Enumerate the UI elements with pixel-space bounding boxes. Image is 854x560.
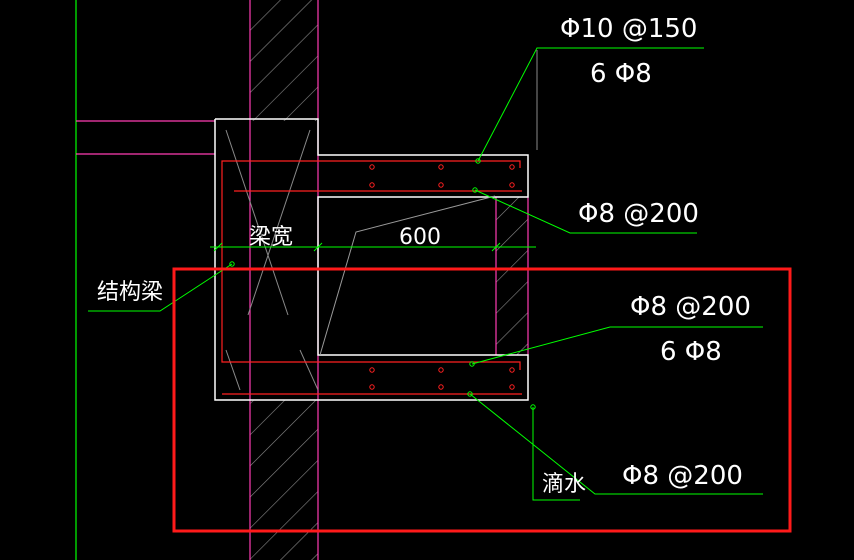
bottom-bars-label: 6 Φ8: [660, 337, 722, 367]
rebar-dots: [369, 164, 515, 390]
top-stirrup-label: Φ10 @150: [560, 14, 697, 44]
width-dimension-label: 600: [399, 225, 441, 250]
bottom-stirrup-label: Φ8 @200: [630, 292, 751, 322]
highlight-box: [172, 267, 792, 533]
mid-distribution-label: Φ8 @200: [578, 199, 699, 229]
drip-label: 滴水: [542, 472, 586, 497]
leader-lines: [88, 47, 763, 501]
beam-width-label: 梁宽: [249, 225, 293, 250]
dimension-line: [210, 242, 536, 252]
leader-dots: [229, 158, 536, 410]
width-leader: [319, 195, 496, 356]
right-wall-strip: [495, 197, 529, 355]
top-bars-label: 6 Φ8: [590, 59, 652, 89]
beam-break-lines: [225, 129, 319, 391]
bottom-distribution-label: Φ8 @200: [622, 461, 743, 491]
structural-beam-label: 结构梁: [97, 280, 163, 305]
wall-column: [249, 0, 319, 560]
rebar-cage: [221, 160, 522, 395]
section-outline: [214, 118, 529, 401]
slab-band: [76, 120, 215, 155]
